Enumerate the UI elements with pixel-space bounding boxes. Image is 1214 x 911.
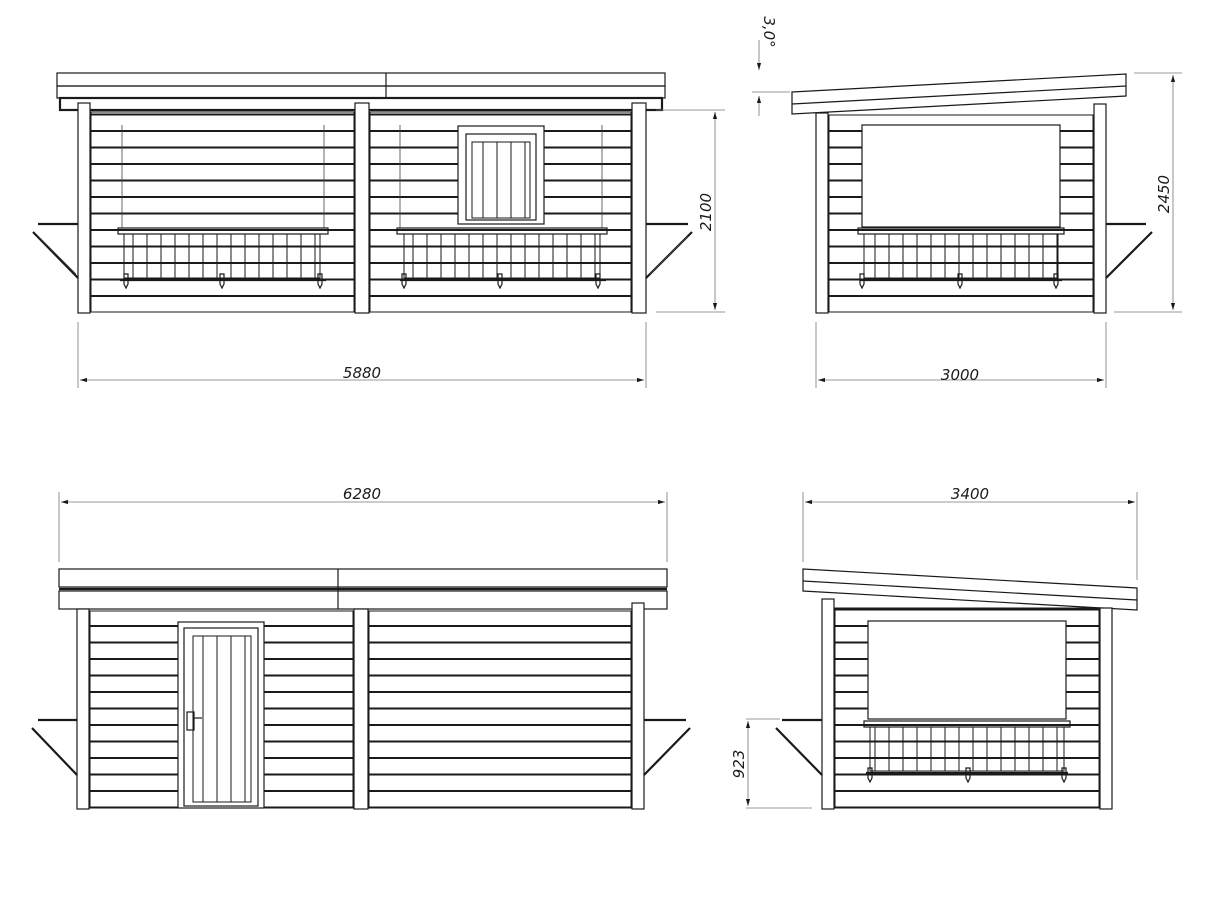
left-strut [32, 222, 79, 279]
front-width-label: 5880 [343, 364, 381, 382]
entrance-door [177, 621, 265, 809]
side-width-label: 3000 [941, 366, 979, 384]
window [457, 125, 545, 225]
right-strut [645, 222, 693, 279]
front-elevation: 5880 2100 [32, 72, 725, 388]
side-height-label: 2450 [1155, 175, 1173, 213]
front-height-label: 2100 [697, 193, 715, 231]
side2-width-label: 3400 [951, 485, 989, 503]
rear-width-label: 6280 [343, 485, 381, 503]
counter-height-label: 923 [730, 750, 748, 779]
rear-elevation: 6280 [31, 485, 691, 810]
side-elevation-left: 3400 923 [730, 485, 1138, 810]
door-handle-icon [186, 711, 195, 731]
side-elevation-right: 3,0° 3000 2450 [752, 16, 1182, 388]
roof-pitch-label: 3,0° [760, 16, 778, 47]
